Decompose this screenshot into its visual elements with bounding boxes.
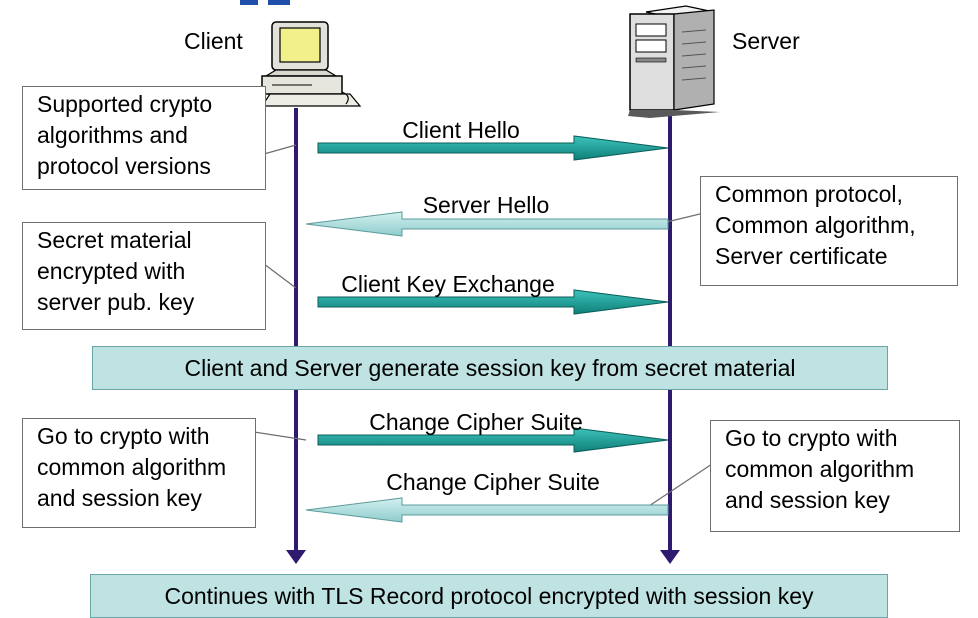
- session-key-bar: Client and Server generate session key f…: [92, 346, 888, 390]
- message-label: Server Hello: [423, 192, 550, 218]
- message-label: Client Hello: [402, 117, 520, 143]
- note-line: encrypted with: [37, 258, 186, 284]
- note-line: Go to crypto with: [37, 423, 210, 449]
- server-lifeline: [660, 108, 680, 564]
- note-line: Common protocol,: [715, 181, 903, 207]
- record-protocol-bar: Continues with TLS Record protocol encry…: [90, 574, 888, 618]
- note-line: and session key: [37, 485, 202, 511]
- callout-pointer-key-exchange: [263, 262, 297, 289]
- diagram-graphics: Client Hello Server Hello Client Key Exc…: [240, 0, 720, 564]
- note-key-exchange: Secret material encrypted with server pu…: [22, 222, 266, 330]
- note-server-hello: Common protocol, Common algorithm, Serve…: [700, 176, 958, 286]
- message-label: Change Cipher Suite: [386, 469, 600, 495]
- message-arrow-server-cipher: Change Cipher Suite: [305, 469, 669, 523]
- desktop-computer-icon: [260, 21, 362, 107]
- message-arrow-client-cipher: Change Cipher Suite: [317, 409, 669, 453]
- client-label: Client: [184, 28, 243, 54]
- note-line: Supported crypto: [37, 91, 213, 117]
- note-line: protocol versions: [37, 153, 211, 179]
- note-client-hello: Supported crypto algorithms and protocol…: [22, 86, 266, 190]
- server-label: Server: [732, 28, 800, 54]
- message-arrow-client-key-exchange: Client Key Exchange: [317, 271, 669, 315]
- message-arrow-client-hello: Client Hello: [317, 117, 669, 161]
- message-arrow-server-hello: Server Hello: [305, 192, 669, 237]
- server-tower-icon: [628, 5, 720, 118]
- note-line: common algorithm: [725, 456, 915, 482]
- callout-pointer-client-hello: [263, 144, 297, 178]
- note-line: and session key: [725, 487, 890, 513]
- note-line: Secret material: [37, 227, 192, 253]
- note-client-cipher: Go to crypto with common algorithm and s…: [22, 418, 256, 528]
- tls-handshake-diagram: Client Hello Server Hello Client Key Exc…: [22, 0, 960, 618]
- callout-pointer-server-cipher: [645, 462, 713, 509]
- note-line: server pub. key: [37, 289, 195, 315]
- note-line: Common algorithm,: [715, 212, 916, 238]
- note-line: Go to crypto with: [725, 425, 898, 451]
- client-lifeline: [286, 108, 306, 564]
- title-fragment: [268, 0, 290, 5]
- note-line: Server certificate: [715, 243, 888, 269]
- note-line: algorithms and: [37, 122, 188, 148]
- note-server-cipher: Go to crypto with common algorithm and s…: [710, 420, 960, 532]
- title-fragment: [240, 0, 258, 5]
- message-label: Client Key Exchange: [341, 271, 555, 297]
- message-label: Change Cipher Suite: [369, 409, 583, 435]
- callout-pointer-client-cipher: [253, 431, 307, 450]
- note-line: common algorithm: [37, 454, 227, 480]
